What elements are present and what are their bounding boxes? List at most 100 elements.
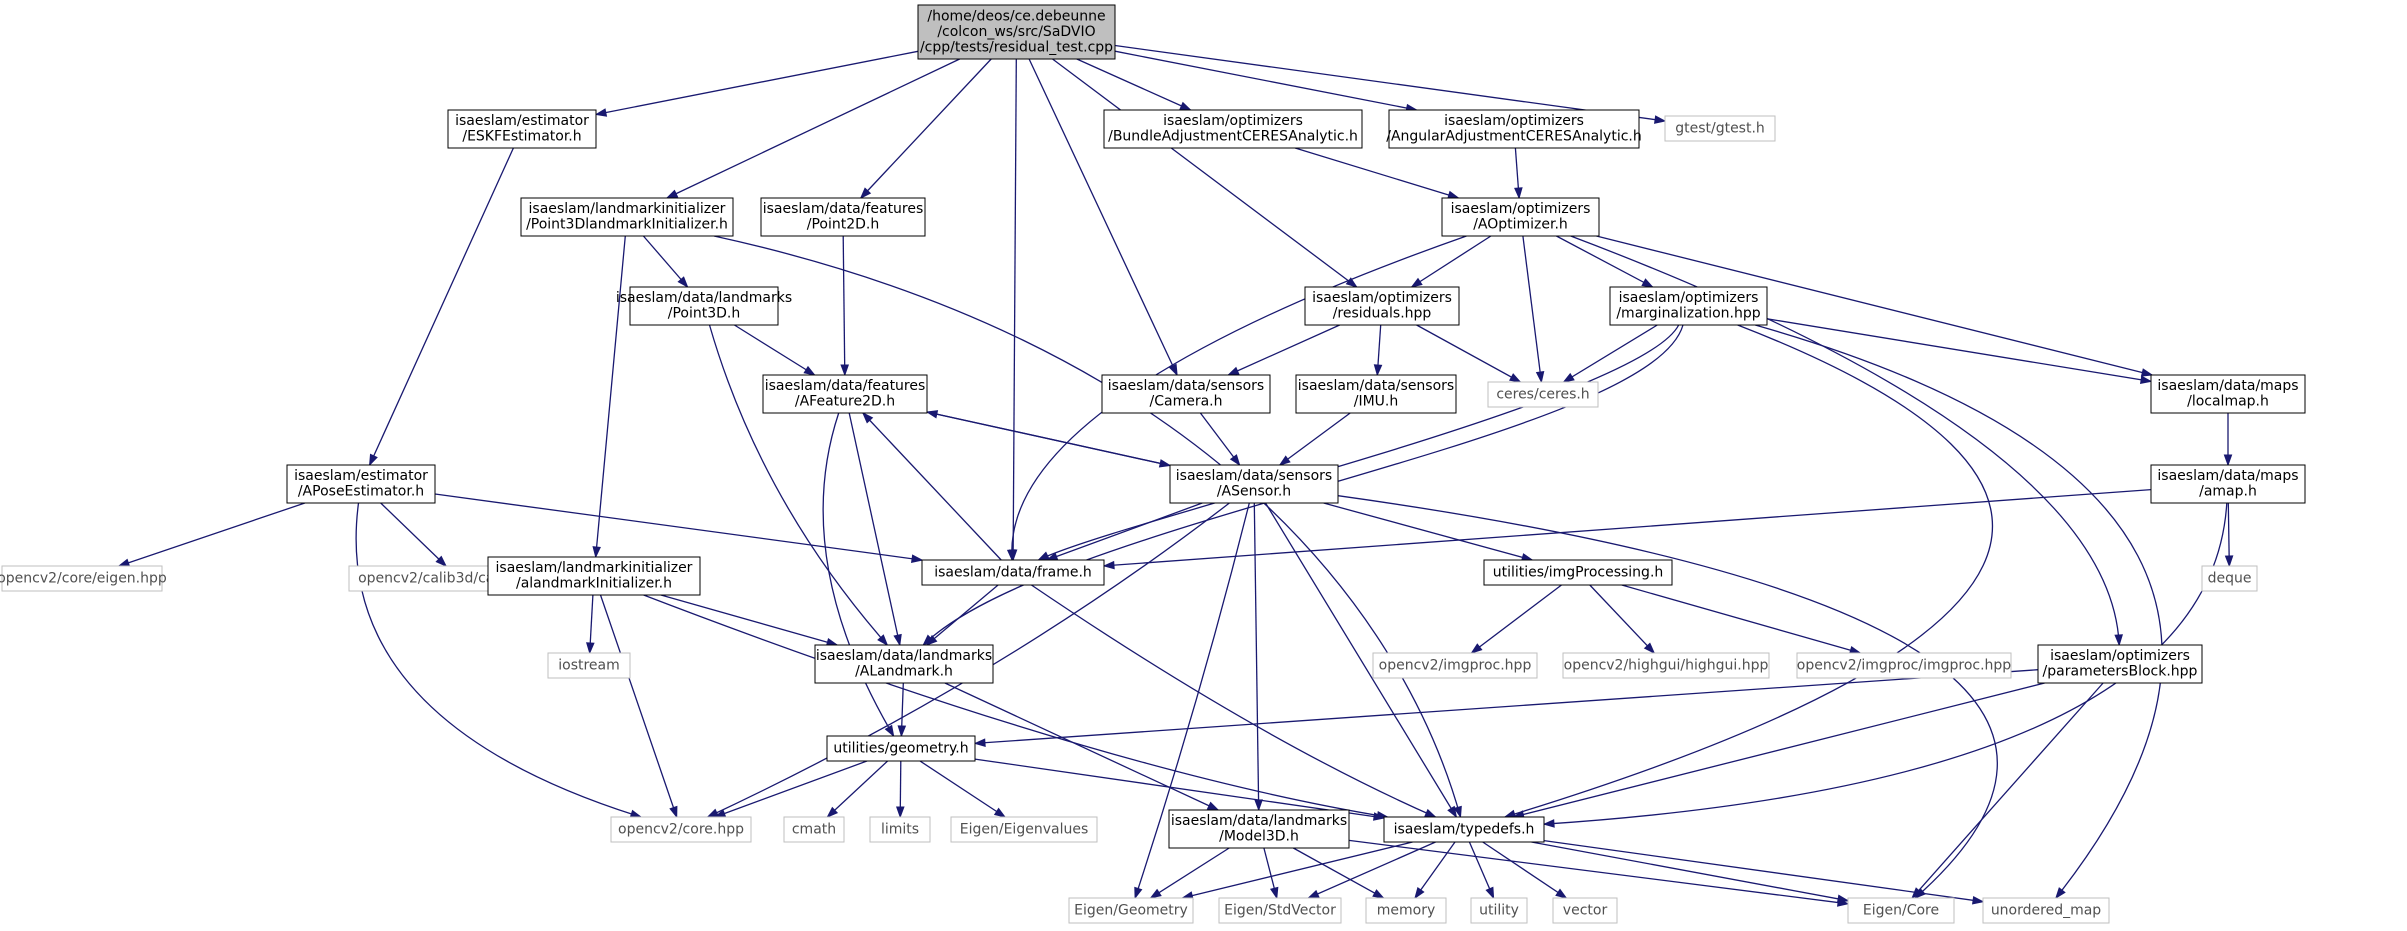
node-camera[interactable]: isaeslam/data/sensors/Camera.h: [1101, 374, 1271, 414]
node-bundle[interactable]: isaeslam/optimizers/BundleAdjustmentCERE…: [1103, 109, 1363, 149]
node-point3d[interactable]: isaeslam/data/landmarks/Point3D.h: [616, 286, 792, 326]
node-angular[interactable]: isaeslam/optimizers/AngularAdjustmentCER…: [1386, 109, 1642, 149]
node-ceres: ceres/ceres.h: [1487, 381, 1599, 408]
edge-model3d-to-eigencore: [1348, 839, 1850, 907]
node-p3dinit[interactable]: isaeslam/landmarkinitializer/Point3Dland…: [520, 197, 734, 237]
node-imgprochpp: opencv2/imgproc.hpp: [1372, 652, 1538, 679]
node-point2d[interactable]: isaeslam/data/features/Point2D.h: [760, 197, 926, 237]
node-root-label-line: /colcon_ws/src/SaDVIO: [937, 24, 1095, 40]
node-model3d-label-line: /Model3D.h: [1219, 829, 1299, 845]
node-aoptimizer[interactable]: isaeslam/optimizers/AOptimizer.h: [1441, 197, 1600, 237]
edge-paramsblock-to-geometry: [973, 669, 2039, 747]
edge-bundle-to-aoptimizer: [1294, 147, 1460, 200]
edge-aoptimizer-to-ceres: [1522, 235, 1545, 384]
node-camera-label-line: isaeslam/data/sensors: [1108, 378, 1264, 394]
edge-typedefs-to-utility: [1468, 841, 1495, 900]
edge-residuals-to-imu: [1373, 324, 1383, 377]
edge-typedefs-to-stdvector: [1307, 841, 1436, 899]
node-marginalization[interactable]: isaeslam/optimizers/marginalization.hpp: [1609, 286, 1768, 326]
node-memory: memory: [1365, 897, 1447, 924]
node-imgprocimgproc: opencv2/imgproc/imgproc.hpp: [1796, 652, 2012, 679]
node-alandmarkinit-label-line: isaeslam/landmarkinitializer: [496, 560, 693, 576]
node-amap-label-line: /amap.h: [2199, 484, 2257, 500]
edge-alandmarkinit-to-iostream: [586, 594, 595, 655]
edge-marginalization-to-unordered_map: [1755, 324, 2163, 900]
edge-typedefs-to-vector: [1482, 841, 1568, 899]
node-root[interactable]: /home/deos/ce.debeunne/colcon_ws/src/SaD…: [917, 4, 1116, 60]
node-frame[interactable]: isaeslam/data/frame.h: [921, 559, 1105, 586]
node-camera-label-line: /Camera.h: [1150, 394, 1223, 410]
node-point2d-label-line: /Point2D.h: [807, 217, 880, 233]
node-marginalization-label-line: isaeslam/optimizers: [1619, 290, 1759, 306]
node-imgprocessing[interactable]: utilities/imgProcessing.h: [1483, 559, 1673, 586]
edge-model3d-to-stdvector: [1263, 847, 1279, 900]
node-ceres-label-line: ceres/ceres.h: [1496, 386, 1589, 402]
edge-alandmarkinit-to-corehpp: [599, 594, 678, 819]
node-afeature2d[interactable]: isaeslam/data/features/AFeature2D.h: [762, 374, 928, 414]
node-highgui-label-line: opencv2/highgui/highgui.hpp: [1564, 657, 1769, 673]
node-point2d-label-line: isaeslam/data/features: [763, 201, 924, 217]
edge-root-to-eskf: [594, 50, 919, 117]
node-imgprochpp-label-line: opencv2/imgproc.hpp: [1379, 657, 1532, 673]
node-cmath: cmath: [783, 816, 845, 843]
node-imu-label-line: /IMU.h: [1354, 394, 1399, 410]
edge-marginalization-to-localmap: [1766, 318, 2153, 385]
node-imu[interactable]: isaeslam/data/sensors/IMU.h: [1295, 374, 1457, 414]
node-eskf[interactable]: isaeslam/estimator/ESKFEstimator.h: [447, 109, 597, 149]
edge-point3d-to-afeature2d: [734, 324, 816, 376]
node-marginalization-label-line: /marginalization.hpp: [1616, 306, 1760, 322]
edge-alandmark-to-geometry: [897, 682, 907, 738]
edge-imu-to-asensor: [1278, 412, 1351, 466]
node-imgprocimgproc-label-line: opencv2/imgproc/imgproc.hpp: [1797, 657, 2011, 673]
edge-root-to-camera: [1028, 58, 1178, 377]
edge-alandmark-to-model3d: [944, 682, 1220, 811]
edge-asensor-to-model3d: [1253, 502, 1263, 812]
edge-paramsblock-to-eigencore: [1911, 682, 2104, 900]
edge-asensor-to-typedefs: [1264, 502, 1458, 819]
node-eigenvalues: Eigen/Eigenvalues: [950, 816, 1098, 843]
node-paramsblock-label-line: isaeslam/optimizers: [2050, 648, 2190, 664]
edge-imgprocessing-to-highgui: [1589, 584, 1656, 655]
node-paramsblock-label-line: /parametersBlock.hpp: [2043, 664, 2198, 680]
node-eigenhpp-label-line: opencv2/core/eigen.hpp: [0, 570, 167, 586]
node-asensor-label-line: isaeslam/data/sensors: [1176, 468, 1332, 484]
node-alandmarkinit-label-line: /alandmarkInitializer.h: [516, 576, 672, 592]
node-eigenvalues-label-line: Eigen/Eigenvalues: [960, 821, 1088, 837]
node-aposeestimator[interactable]: isaeslam/estimator/APoseEstimator.h: [286, 464, 436, 504]
node-iostream-label-line: iostream: [558, 657, 620, 673]
node-paramsblock[interactable]: isaeslam/optimizers/parametersBlock.hpp: [2037, 644, 2203, 684]
node-amap[interactable]: isaeslam/data/maps/amap.h: [2150, 464, 2306, 504]
edge-aoptimizer-to-localmap: [1596, 235, 2154, 377]
edge-root-to-point2d: [859, 58, 992, 200]
node-typedefs[interactable]: isaeslam/typedefs.h: [1383, 816, 1545, 843]
edge-root-to-gtest: [1114, 44, 1667, 124]
node-aposeestimator-label-line: /APoseEstimator.h: [298, 484, 424, 500]
node-geometry[interactable]: utilities/geometry.h: [826, 735, 976, 762]
node-residuals[interactable]: isaeslam/optimizers/residuals.hpp: [1304, 286, 1460, 326]
node-corehpp: opencv2/core.hpp: [610, 816, 752, 843]
node-residuals-label-line: isaeslam/optimizers: [1312, 290, 1452, 306]
node-frame-label-line: isaeslam/data/frame.h: [934, 564, 1092, 580]
node-model3d[interactable]: isaeslam/data/landmarks/Model3D.h: [1168, 809, 1350, 849]
edge-root-to-residuals: [1052, 58, 1358, 288]
node-geometry-label-line: utilities/geometry.h: [833, 740, 968, 756]
node-aposeestimator-label-line: isaeslam/estimator: [294, 468, 428, 484]
node-localmap[interactable]: isaeslam/data/maps/localmap.h: [2150, 374, 2306, 414]
node-root-label-line: /home/deos/ce.debeunne: [927, 8, 1105, 24]
node-afeature2d-label-line: isaeslam/data/features: [765, 378, 926, 394]
node-residuals-label-line: /residuals.hpp: [1333, 306, 1432, 322]
edge-aoptimizer-to-marginalization: [1556, 235, 1654, 288]
edge-typedefs-to-eigengeometry: [1180, 841, 1413, 900]
node-typedefs-label-line: isaeslam/typedefs.h: [1394, 821, 1535, 837]
node-alandmark-label-line: isaeslam/data/landmarks: [816, 648, 992, 664]
node-alandmark[interactable]: isaeslam/data/landmarks/ALandmark.h: [814, 644, 994, 684]
node-alandmarkinit[interactable]: isaeslam/landmarkinitializer/alandmarkIn…: [487, 556, 701, 596]
edge-aoptimizer-to-residuals: [1410, 235, 1492, 288]
node-point3d-label-line: /Point3D.h: [668, 306, 741, 322]
edge-amap-to-frame: [1102, 488, 2152, 570]
node-imgprocessing-label-line: utilities/imgProcessing.h: [1493, 564, 1664, 580]
node-stdvector: Eigen/StdVector: [1218, 897, 1342, 924]
edge-p3dinit-to-point3d: [642, 235, 689, 289]
node-asensor[interactable]: isaeslam/data/sensors/ASensor.h: [1169, 464, 1339, 504]
